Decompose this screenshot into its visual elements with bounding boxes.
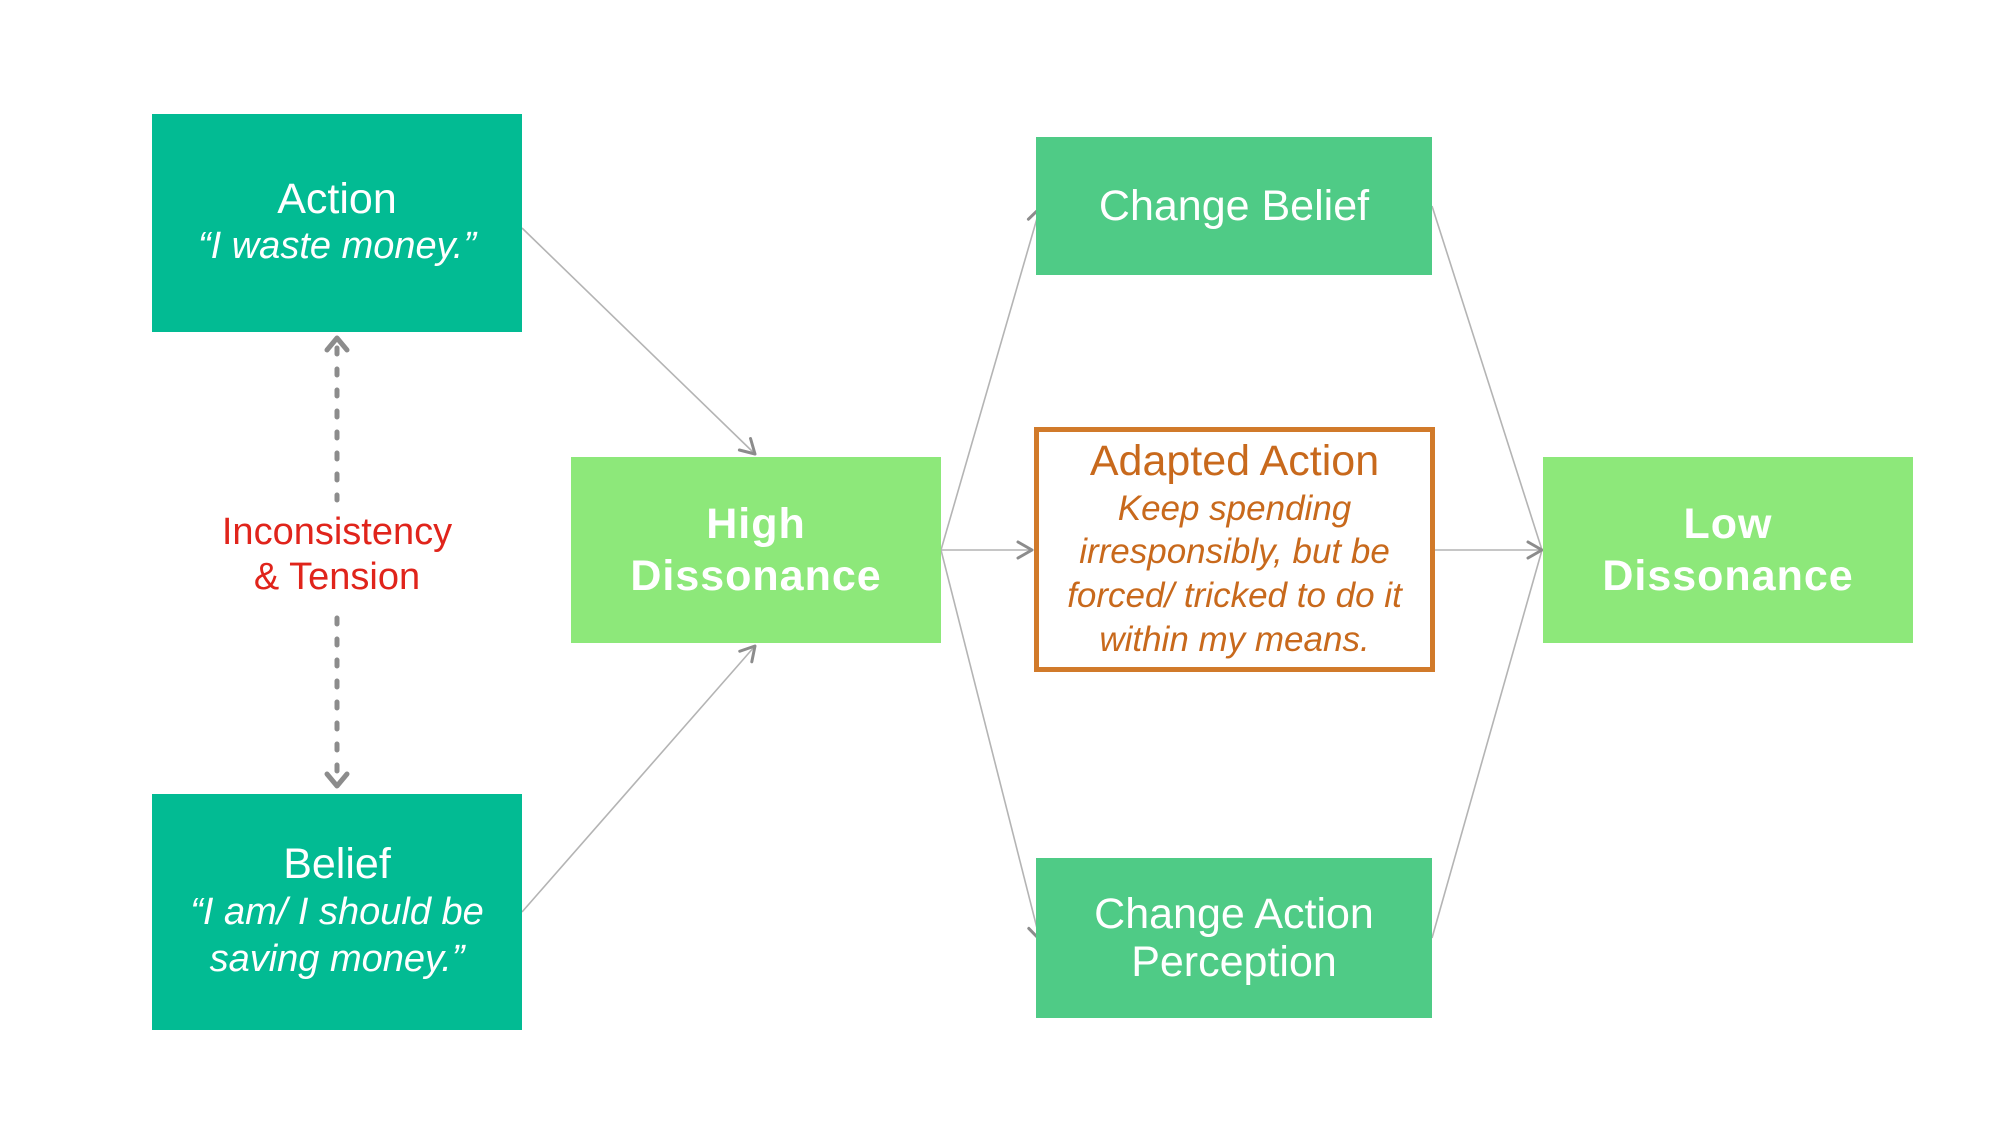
adapted-action-title: Adapted Action <box>1089 437 1380 486</box>
high-dissonance-line: High <box>706 499 806 548</box>
change-action-line: Change Action <box>1094 889 1374 938</box>
arrow-change-action-to-low <box>1431 549 1543 939</box>
change-action-perception-box: Change Action Perception <box>1036 858 1432 1018</box>
tension-label-line: & Tension <box>253 555 421 598</box>
belief-quote-line: saving money.” <box>209 938 465 981</box>
change-belief-title: Change Belief <box>1098 181 1370 230</box>
low-dissonance-line: Dissonance <box>1602 552 1854 600</box>
belief-box: Belief “I am/ I should be saving money.” <box>152 794 522 1030</box>
low-dissonance-line: Low <box>1683 499 1773 548</box>
tension-label-line: Inconsistency <box>221 511 453 553</box>
belief-title: Belief <box>283 840 391 889</box>
adapted-action-line: irresponsibly, but be <box>1079 532 1390 572</box>
adapted-action-box: Adapted Action Keep spending irresponsib… <box>1034 427 1435 672</box>
tension-arrowhead-down <box>324 771 350 789</box>
action-quote: “I waste money.” <box>197 225 477 268</box>
action-box: Action “I waste money.” <box>152 114 522 332</box>
arrow-belief-to-high <box>521 644 757 913</box>
high-dissonance-line: Dissonance <box>630 552 882 600</box>
belief-quote-line: “I am/ I should be <box>190 890 484 933</box>
arrow-high-to-change-belief <box>940 206 1046 551</box>
action-title: Action <box>277 175 397 224</box>
low-dissonance-box: Low Dissonance <box>1543 457 1913 643</box>
adapted-action-line: Keep spending <box>1117 488 1352 528</box>
high-dissonance-box: High Dissonance <box>571 457 941 643</box>
arrow-change-belief-to-low <box>1431 205 1543 551</box>
change-action-line: Perception <box>1131 938 1337 986</box>
arrow-action-to-high <box>521 227 757 456</box>
adapted-action-line: forced/ tricked to do it <box>1067 576 1402 616</box>
change-belief-box: Change Belief <box>1036 137 1432 275</box>
adapted-action-line: within my means. <box>1099 619 1370 659</box>
arrow-high-to-change-action <box>940 549 1046 942</box>
inconsistency-tension-label: Inconsistency & Tension <box>190 510 484 600</box>
tension-arrowhead-up <box>324 335 350 353</box>
